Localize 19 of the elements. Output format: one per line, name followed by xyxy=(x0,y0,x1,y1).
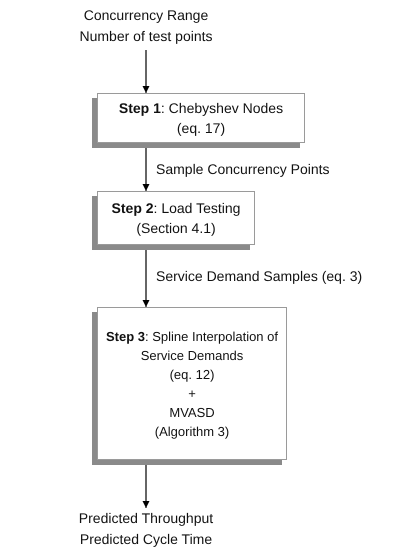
flow-text: Predicted Throughput xyxy=(78,509,214,528)
arrow xyxy=(142,250,150,307)
edge-label: Service Demand Samples (eq. 3) xyxy=(154,268,364,285)
arrow xyxy=(142,148,150,191)
box-text: (eq. 17) xyxy=(176,119,226,138)
flow-text: Concurrency Range xyxy=(84,6,208,25)
flow-text: Predicted Cycle Time xyxy=(80,530,212,549)
edge-label: Sample Concurrency Points xyxy=(154,161,332,178)
box-text: Step 2: Load Testing xyxy=(112,199,240,218)
box-text: MVASD xyxy=(169,404,215,422)
box-text: (Section 4.1) xyxy=(136,219,216,238)
arrow xyxy=(142,50,150,93)
box-text: (eq. 12) xyxy=(170,366,214,384)
flow-text: Number of test points xyxy=(79,27,213,46)
box-text: + xyxy=(188,384,196,402)
arrow xyxy=(142,465,150,508)
box-text: Step 3: Spline Interpolation of Service Demands xyxy=(105,328,279,364)
box-text: Step 1: Chebyshev Nodes xyxy=(118,99,284,118)
box-text: (Algorithm 3) xyxy=(154,422,230,440)
